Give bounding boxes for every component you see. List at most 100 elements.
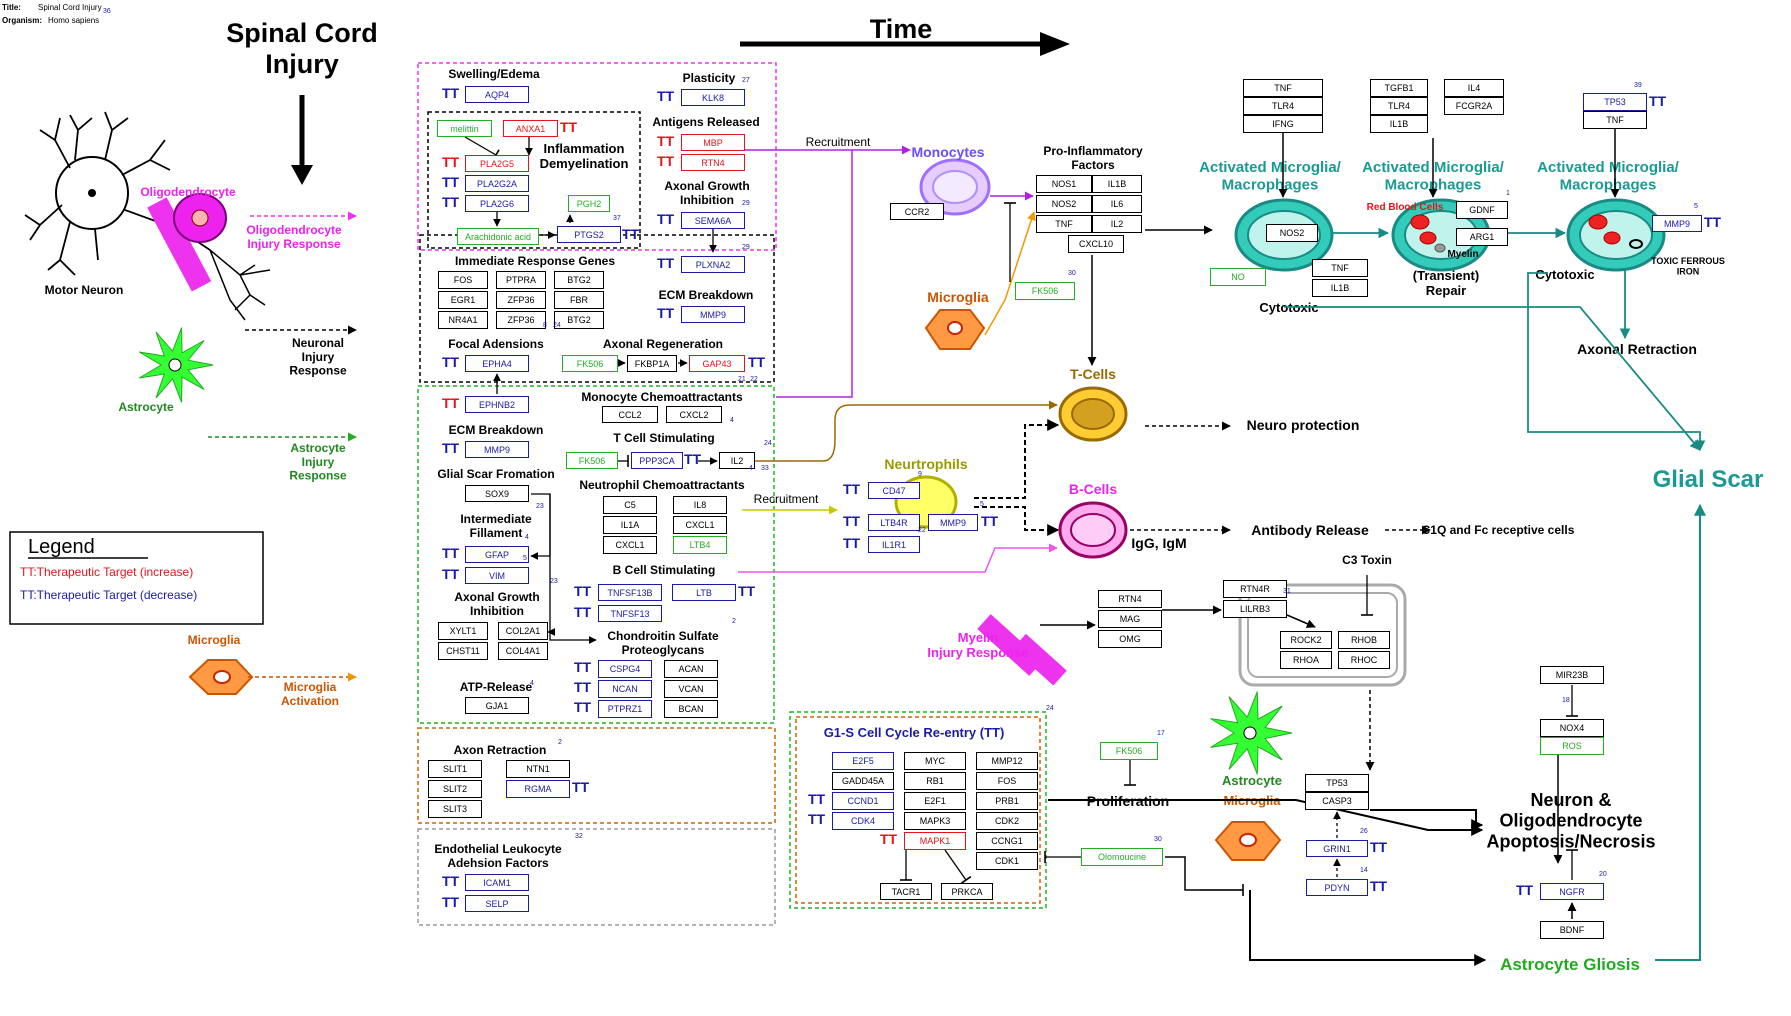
label-glialscar: Glial Scar xyxy=(1653,466,1764,493)
label-monochemo: Monocyte Chemoattractants xyxy=(581,390,743,404)
astrocyte-label: Astrocyte xyxy=(118,400,174,414)
gene-box-tnfsf13: TNFSF13 xyxy=(598,605,662,622)
gene-box-ptpra: PTPRA xyxy=(496,271,546,289)
gene-box-cxcl1b: CXCL1 xyxy=(603,536,657,554)
reference-number: 2 xyxy=(732,618,736,625)
gene-box-fk506b: FK506 xyxy=(566,452,618,469)
gene-box-tnfd: TNF xyxy=(1312,259,1368,277)
gene-box-bcan: BCAN xyxy=(664,700,718,718)
gene-box-prkca: PRKCA xyxy=(941,883,993,900)
gene-box-ncan: NCAN xyxy=(598,680,652,698)
astrocyte-right-nucleus xyxy=(1243,726,1257,740)
sox9-to-chondroitin xyxy=(549,494,597,644)
bcell-nucleus xyxy=(1070,513,1116,547)
label-atp: ATP-Release xyxy=(460,680,533,694)
casp3-to-apoptosis xyxy=(1370,809,1484,831)
gene-box-il2a: IL2 xyxy=(719,452,755,469)
gene-box-tnfc: TNF xyxy=(1583,111,1647,129)
reference-number: 14 xyxy=(1360,867,1368,874)
header-organism-label: Organism: xyxy=(2,16,42,25)
gene-box-anxa1: ANXA1 xyxy=(503,120,558,137)
gene-box-ccr2: CCR2 xyxy=(890,203,944,220)
rho-inner-box xyxy=(1247,592,1398,678)
label-swelling: Swelling/Edema xyxy=(448,67,540,81)
group-inflammation-box xyxy=(427,111,641,249)
g1s-to-apoptosis xyxy=(1048,799,1484,836)
label-igg: IgG, IgM xyxy=(1131,535,1186,551)
reference-number: 24 xyxy=(553,322,561,329)
gene-box-pla2g2a: PLA2G2A xyxy=(465,175,529,192)
gene-box-mapk3: MAPK3 xyxy=(904,812,966,830)
sox9-to-collagen xyxy=(547,628,556,636)
therapeutic-target-blue: TT xyxy=(843,535,861,551)
reference-number: 22 xyxy=(750,376,758,383)
gene-box-gfap: GFAP xyxy=(465,546,529,563)
gene-box-mmp9b: MMP9 xyxy=(465,441,529,458)
gene-box-vim: VIM xyxy=(465,567,529,584)
melittin-inhibits-pla2g5 xyxy=(464,136,497,156)
gene-box-pla2g5: PLA2G5 xyxy=(465,155,529,172)
label-neutrochemo: Neutrophil Chemoattractants xyxy=(579,478,745,492)
gene-box-ltb4: LTB4 xyxy=(673,536,727,554)
therapeutic-target-blue: TT xyxy=(1370,839,1388,855)
label-myelin_small: Myelin xyxy=(1447,249,1478,260)
astrocyte-right-label: Astrocyte xyxy=(1222,773,1282,788)
reference-number: 5 xyxy=(1694,203,1698,210)
gene-box-rhoc: RHOC xyxy=(1338,651,1390,669)
gene-box-cdk1: CDK1 xyxy=(976,852,1038,870)
reference-number: 31 xyxy=(1283,588,1291,595)
label-am1: Activated Microglia/Macrophages xyxy=(1199,159,1342,193)
gene-box-tnfb: TNF xyxy=(1243,79,1323,97)
label-axretract2: Axonal Retraction xyxy=(1577,341,1697,357)
gene-box-tp53b: TP53 xyxy=(1305,774,1369,792)
gene-box-cd47: CD47 xyxy=(868,482,920,499)
gene-box-gdnf: GDNF xyxy=(1456,201,1508,219)
rho-outer-box xyxy=(1238,583,1407,687)
gene-box-tlr4b: TLR4 xyxy=(1370,97,1428,115)
gene-box-cspg4: CSPG4 xyxy=(598,660,652,678)
label-c3: C3 Toxin xyxy=(1342,553,1392,567)
gene-box-rgma: RGMA xyxy=(506,780,570,798)
gene-box-mbp: MBP xyxy=(681,134,745,151)
gene-box-fos2: FOS xyxy=(976,772,1038,790)
gene-box-nos2b: NOS2 xyxy=(1266,224,1318,242)
therapeutic-target-blue: TT xyxy=(574,679,592,695)
reference-number: 30 xyxy=(1154,836,1162,843)
gene-box-il6: IL6 xyxy=(1092,195,1142,213)
header-ref: 36 xyxy=(103,8,111,15)
gene-box-casp3: CASP3 xyxy=(1305,792,1369,810)
gene-box-ptgs2: PTGS2 xyxy=(557,226,621,243)
therapeutic-target-blue: TT xyxy=(574,583,592,599)
gene-box-slit3: SLIT3 xyxy=(428,800,482,818)
gene-box-klk8: KLK8 xyxy=(681,89,745,106)
therapeutic-target-blue: TT xyxy=(574,659,592,675)
reference-number: 1 xyxy=(1506,190,1510,197)
microglia-mid-label: Microglia xyxy=(927,289,989,305)
therapeutic-target-blue: TT xyxy=(738,583,756,599)
gene-box-btg2b: BTG2 xyxy=(554,311,604,329)
gene-box-mmp12: MMP12 xyxy=(976,752,1038,770)
therapeutic-target-red: TT xyxy=(657,133,675,149)
label-g1s: G1-S Cell Cycle Re-entry (TT) xyxy=(824,725,1005,740)
gene-box-rock2: ROCK2 xyxy=(1280,631,1332,649)
gene-box-rtn4r: RTN4R xyxy=(1223,580,1287,598)
gene-box-ephnb2: EPHNB2 xyxy=(465,396,529,413)
label-astrogliosis: Astrocyte Gliosis xyxy=(1500,955,1640,974)
therapeutic-target-blue: TT xyxy=(572,779,590,795)
legend-increase: TT:Therapeutic Target (increase) xyxy=(20,565,193,579)
gene-box-nox4: NOX4 xyxy=(1540,719,1604,737)
tcell-nucleus xyxy=(1071,398,1115,430)
gene-box-cdk2: CDK2 xyxy=(976,812,1038,830)
gene-box-col2a1: COL2A1 xyxy=(498,622,548,640)
gene-box-sema6a: SEMA6A xyxy=(681,212,745,229)
gene-box-fk506a: FK506 xyxy=(562,355,618,372)
therapeutic-target-blue: TT xyxy=(808,811,826,827)
gene-box-mmp9d: MMP9 xyxy=(1652,215,1702,232)
gene-box-tgfb1: TGFB1 xyxy=(1370,79,1428,97)
